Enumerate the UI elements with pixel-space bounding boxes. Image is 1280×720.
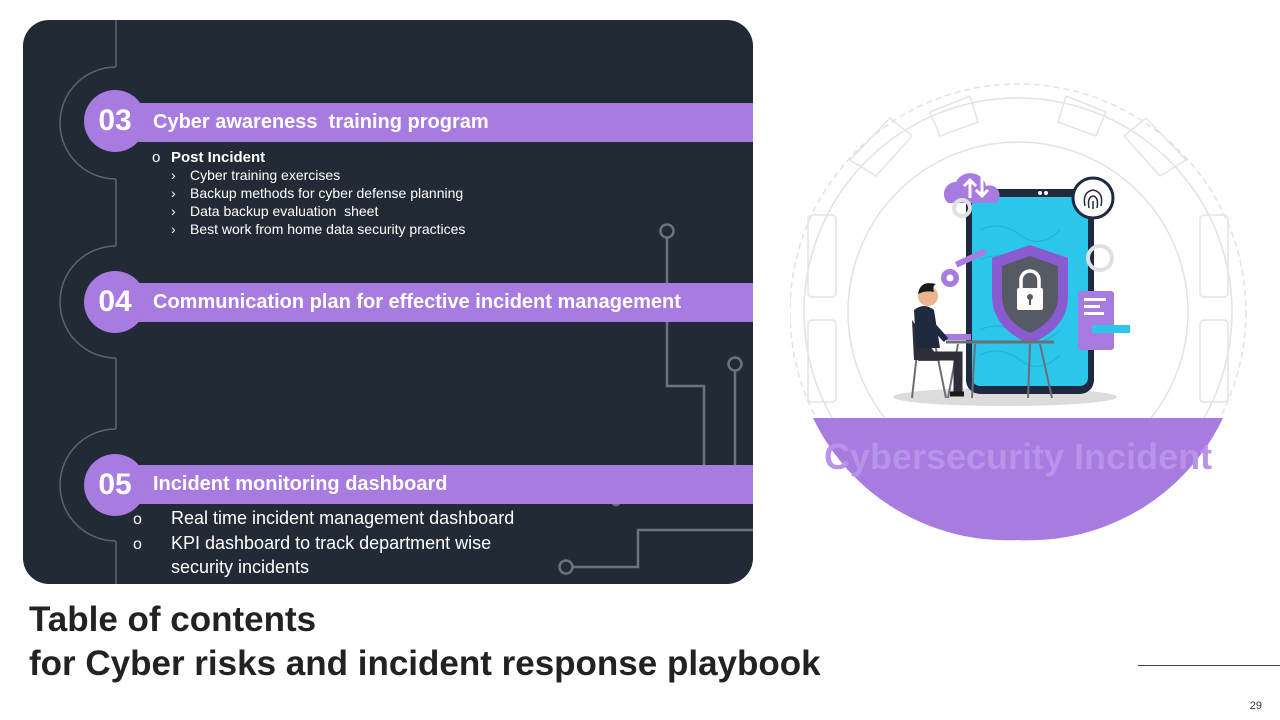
chevron-right-icon: › (171, 185, 176, 201)
list-item-text: Cyber training exercises (190, 167, 341, 183)
chevron-right-icon: › (171, 167, 176, 183)
section-03-number: 03 (84, 90, 146, 152)
section-05-number: 05 (84, 454, 146, 516)
post-incident-list: › Cyber training exercises › Backup method… (152, 166, 465, 238)
list-item-text: Best work from home data security practi… (190, 221, 466, 237)
gear-icon (952, 198, 1114, 272)
chevron-right-icon: › (171, 203, 176, 219)
cybersecurity-illustration (790, 83, 1247, 541)
list-item: › Cyber training exercises (171, 166, 465, 184)
section-05-bar: Incident monitoring dashboard (133, 465, 753, 504)
chevron-right-icon: › (171, 221, 176, 237)
list-item: › Data backup evaluation sheet (171, 202, 465, 220)
post-incident-heading: o Post Incident (152, 149, 465, 166)
bullet-o: o (133, 511, 142, 528)
bullet-o: o (133, 535, 142, 553)
page-number: 29 (1249, 700, 1262, 712)
section-03-title: Cyber awareness training program (153, 111, 489, 133)
list-item-text: Data backup evaluation sheet (190, 203, 379, 219)
page-title: Table of contents for Cyber risks and in… (29, 598, 821, 686)
list-item-text: Real time incident management dashboard (171, 508, 515, 528)
list-item-text: Backup methods for cyber defense plannin… (190, 185, 464, 201)
list-item: o KPI dashboard to track department wise … (133, 532, 531, 579)
section-03-details: o Post Incident › Cyber training exercises… (152, 149, 465, 238)
cloud-sync-icon (943, 173, 1000, 203)
section-04-bar: Communication plan for effective inciden… (133, 283, 753, 322)
fingerprint-icon (1071, 176, 1115, 220)
illustration-label: Cybersecurity Incident (823, 436, 1213, 477)
contents-panel: Cyber awareness training program 03 o Pos… (23, 20, 753, 584)
post-incident-label: Post Incident (171, 149, 266, 166)
list-item: › Backup methods for cyber defense planni… (171, 184, 465, 202)
divider (1138, 665, 1280, 666)
list-item: › Best work from home data security pract… (171, 220, 465, 238)
section-04-title: Communication plan for effective inciden… (153, 291, 681, 313)
list-item-text: KPI dashboard to track department wise s… (171, 532, 492, 578)
page-title-line1: Table of contents (29, 600, 317, 639)
section-05-title: Incident monitoring dashboard (153, 473, 448, 495)
shield-lock-icon (992, 245, 1068, 344)
circuit-decoration (59, 20, 753, 584)
section-03-bar: Cyber awareness training program (133, 103, 753, 142)
key-icon (941, 248, 987, 287)
section-04-number: 04 (84, 271, 146, 333)
label-banner (813, 418, 1223, 541)
bullet-o: o (152, 149, 161, 166)
list-item: o Real time incident management dashboard (133, 507, 552, 532)
person-at-desk-icon (911, 283, 1054, 399)
page-title-line2: for Cyber risks and incident response pl… (29, 644, 821, 683)
document-icon (1078, 291, 1130, 350)
section-05-list: o Real time incident management dashboard… (133, 507, 552, 579)
